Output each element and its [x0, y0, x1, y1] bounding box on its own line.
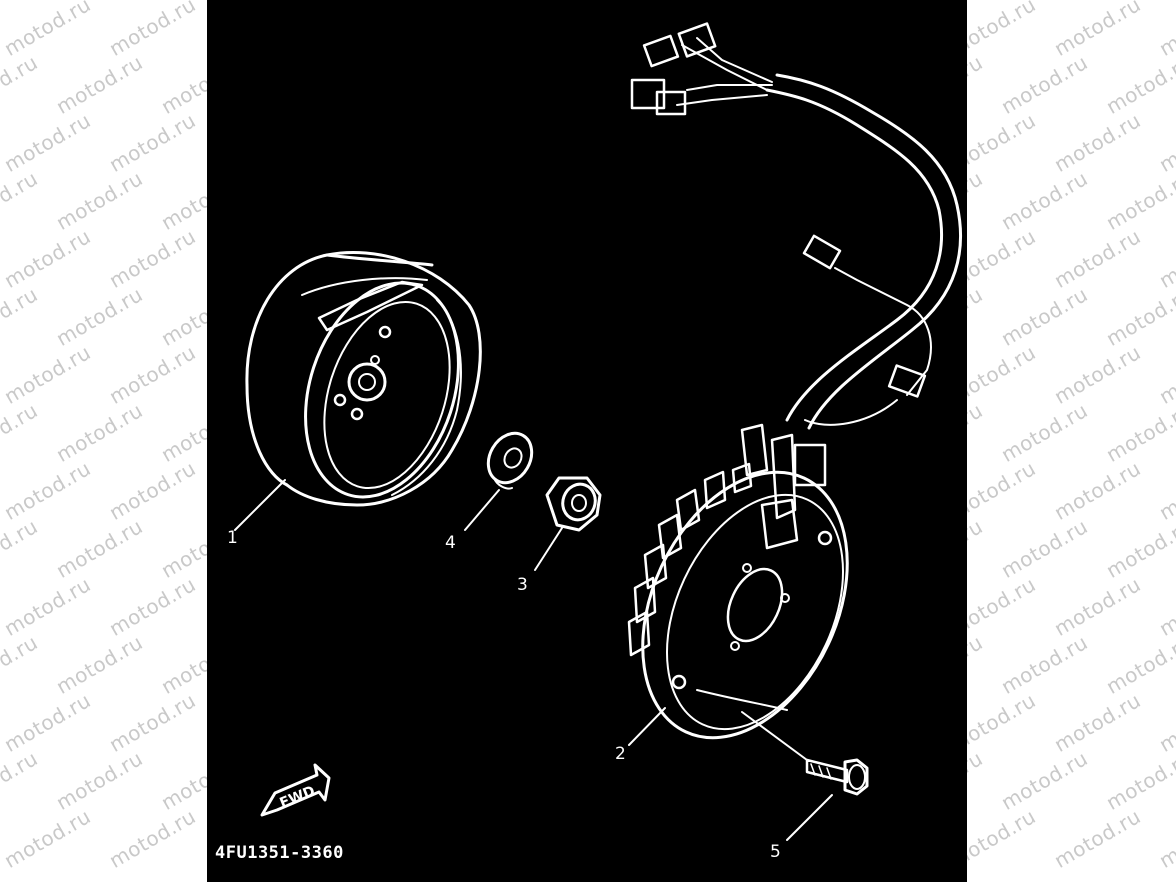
watermark-text: motod.ru	[1050, 456, 1145, 525]
watermark-text: motod.ru	[0, 572, 95, 641]
watermark-text: motod.ru	[1155, 804, 1176, 873]
watermark-text: motod.ru	[52, 50, 147, 119]
watermark-text: motod.ru	[1102, 514, 1176, 583]
watermark-text: motod.ru	[105, 688, 200, 757]
watermark-text: motod.ru	[997, 398, 1092, 467]
washer	[464, 431, 534, 531]
watermark-text: motod.ru	[0, 108, 95, 177]
watermark-text: motod.ru	[0, 0, 95, 61]
watermark-text: motod.ru	[105, 804, 200, 873]
watermark-text: motod.ru	[52, 746, 147, 815]
callout-5: 5	[770, 842, 781, 862]
watermark-text: motod.ru	[1102, 398, 1176, 467]
watermark-text: motod.ru	[1050, 688, 1145, 757]
watermark-text: motod.ru	[1102, 50, 1176, 119]
watermark-text: motod.ru	[1050, 224, 1145, 293]
watermark-text: motod.ru	[0, 0, 43, 3]
nut	[534, 476, 602, 571]
watermark-text: motod.ru	[0, 398, 42, 467]
watermark-text: motod.ru	[52, 282, 147, 351]
watermark-text: motod.ru	[105, 572, 200, 641]
watermark-text: motod.ru	[997, 50, 1092, 119]
watermark-text: motod.ru	[0, 630, 42, 699]
watermark-text: motod.ru	[1102, 282, 1176, 351]
watermark-text: motod.ru	[997, 282, 1092, 351]
watermark-text: motod.ru	[0, 224, 95, 293]
watermark-text: motod.ru	[0, 50, 42, 119]
parts-diagram-svg: FWD	[234, 22, 963, 841]
watermark-text: motod.ru	[1102, 746, 1176, 815]
watermark-text: motod.ru	[0, 514, 42, 583]
watermark-text: motod.ru	[998, 0, 1093, 3]
watermark-text: motod.ru	[0, 282, 42, 351]
bolt	[741, 711, 869, 841]
watermark-text: motod.ru	[1155, 340, 1176, 409]
watermark-text: motod.ru	[105, 224, 200, 293]
callout-2: 2	[615, 744, 626, 764]
watermark-text: motod.ru	[0, 456, 95, 525]
watermark-text: motod.ru	[1102, 630, 1176, 699]
watermark-text: motod.ru	[1050, 340, 1145, 409]
watermark-text: motod.ru	[1155, 0, 1176, 61]
fwd-arrow	[260, 763, 331, 817]
watermark-text: motod.ru	[1050, 0, 1145, 61]
watermark-text: motod.ru	[1050, 572, 1145, 641]
callout-3: 3	[517, 575, 528, 595]
parts-diagram-panel: FWD 1 2 3 4 5 4FU1351-3360	[207, 0, 967, 882]
watermark-text: motod.ru	[997, 166, 1092, 235]
callout-1: 1	[227, 528, 238, 548]
watermark-text: motod.ru	[1155, 224, 1176, 293]
fwd-label: FWD	[278, 783, 318, 812]
watermark-text: motod.ru	[53, 0, 148, 3]
watermark-text: motod.ru	[105, 456, 200, 525]
watermark-text: motod.ru	[1155, 456, 1176, 525]
watermark-text: motod.ru	[1155, 688, 1176, 757]
watermark-text: motod.ru	[52, 514, 147, 583]
watermark-text: motod.ru	[1155, 572, 1176, 641]
watermark-text: motod.ru	[997, 630, 1092, 699]
watermark-text: motod.ru	[0, 804, 95, 873]
callout-4: 4	[445, 533, 456, 553]
drawing-code: 4FU1351-3360	[215, 843, 344, 863]
watermark-text: motod.ru	[1103, 0, 1176, 3]
watermark-text: motod.ru	[1155, 108, 1176, 177]
watermark-text: motod.ru	[997, 746, 1092, 815]
rotor-flywheel	[234, 250, 482, 531]
watermark-text: motod.ru	[52, 166, 147, 235]
watermark-text: motod.ru	[105, 340, 200, 409]
watermark-text: motod.ru	[1102, 166, 1176, 235]
watermark-text: motod.ru	[52, 398, 147, 467]
watermark-text: motod.ru	[0, 746, 42, 815]
wire-harness	[630, 22, 963, 430]
watermark-text: motod.ru	[1050, 108, 1145, 177]
watermark-text: motod.ru	[0, 688, 95, 757]
watermark-text: motod.ru	[105, 108, 200, 177]
watermark-text: motod.ru	[105, 0, 200, 61]
watermark-text: motod.ru	[1050, 804, 1145, 873]
watermark-text: motod.ru	[0, 340, 95, 409]
watermark-text: motod.ru	[52, 630, 147, 699]
watermark-text: motod.ru	[0, 166, 42, 235]
watermark-text: motod.ru	[997, 514, 1092, 583]
stator-assembly	[627, 423, 849, 746]
